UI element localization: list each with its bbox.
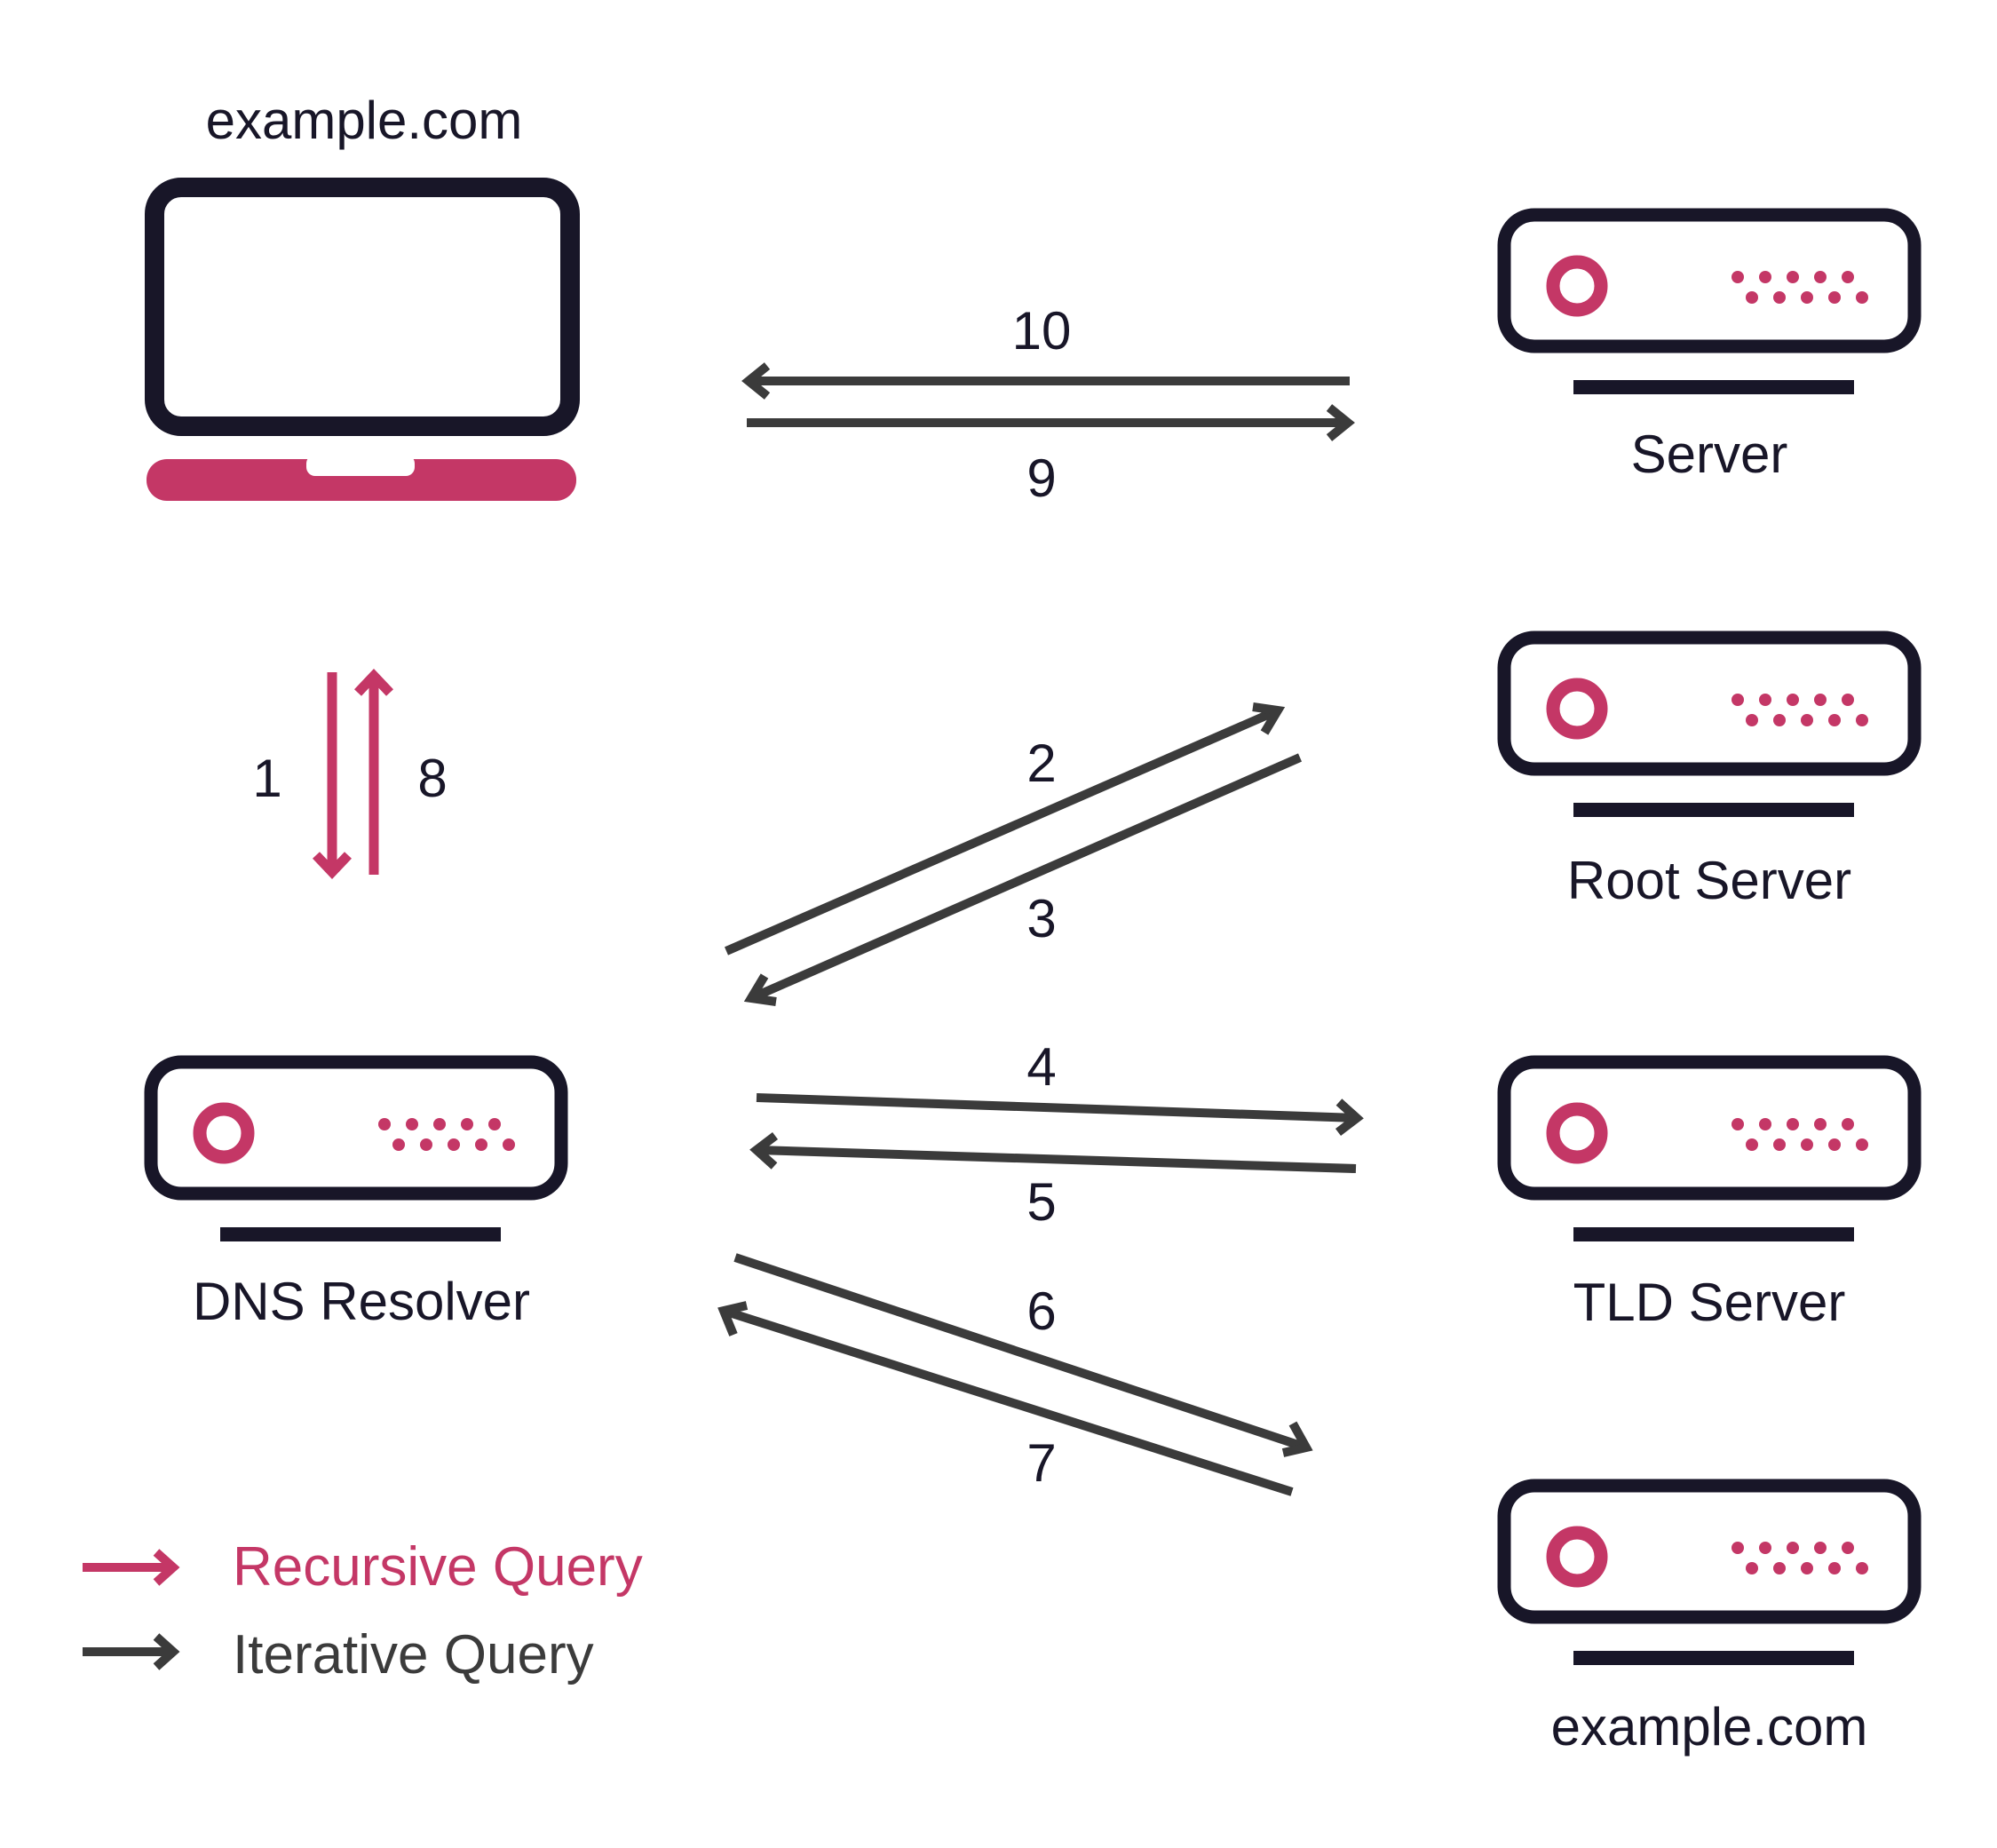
- root-server-label: Root Server: [1567, 851, 1851, 910]
- arrow-step-3: [743, 753, 1303, 1006]
- legend-recursive-label: Recursive Query: [233, 1536, 643, 1598]
- step-6-label: 6: [1026, 1281, 1056, 1341]
- iterative-arrows: [717, 362, 1364, 1496]
- step-9-label: 9: [1026, 448, 1056, 508]
- client-group: example.com: [145, 91, 580, 501]
- authoritative-server-label: example.com: [1551, 1697, 1868, 1757]
- arrow-step-9: [747, 404, 1355, 441]
- recursive-arrows: [313, 669, 393, 879]
- arrow-step-1: [313, 672, 352, 879]
- arrow-step-6: [733, 1253, 1313, 1457]
- tld-server-node: TLD Server: [1504, 1062, 1914, 1332]
- step-1-label: 1: [252, 749, 281, 808]
- server-icon: [1504, 638, 1914, 817]
- arrow-step-5: [749, 1132, 1357, 1173]
- legend-iterative-arrow-icon: [83, 1633, 180, 1670]
- step-3-label: 3: [1026, 889, 1056, 948]
- arrow-step-10: [741, 362, 1350, 400]
- root-server-node: Root Server: [1504, 638, 1914, 910]
- resolver-group: DNS Resolver: [151, 1062, 561, 1331]
- laptop-icon: [145, 178, 580, 501]
- legend-iterative-label: Iterative Query: [233, 1624, 594, 1685]
- step-2-label: 2: [1026, 734, 1056, 793]
- tld-server-label: TLD Server: [1573, 1273, 1846, 1332]
- authoritative-server-node: example.com: [1504, 1486, 1914, 1757]
- step-10-label: 10: [1012, 301, 1072, 361]
- server-icon: [1504, 1486, 1914, 1665]
- resolver-label: DNS Resolver: [193, 1272, 530, 1331]
- server-icon: [151, 1062, 561, 1241]
- arrow-step-2: [725, 702, 1286, 956]
- server-icon: [1504, 215, 1914, 394]
- legend-recursive-arrow-icon: [83, 1549, 180, 1586]
- legend: Recursive Query Iterative Query: [83, 1536, 643, 1685]
- client-label: example.com: [206, 91, 523, 150]
- arrow-step-7: [717, 1301, 1294, 1496]
- server-node: Server: [1504, 215, 1914, 484]
- step-4-label: 4: [1026, 1037, 1056, 1097]
- step-5-label: 5: [1026, 1172, 1056, 1232]
- step-8-label: 8: [417, 749, 447, 808]
- server-label: Server: [1631, 424, 1788, 484]
- arrow-step-8: [354, 669, 393, 875]
- step-7-label: 7: [1026, 1433, 1056, 1493]
- server-icon: [1504, 1062, 1914, 1241]
- arrow-step-4: [756, 1093, 1364, 1136]
